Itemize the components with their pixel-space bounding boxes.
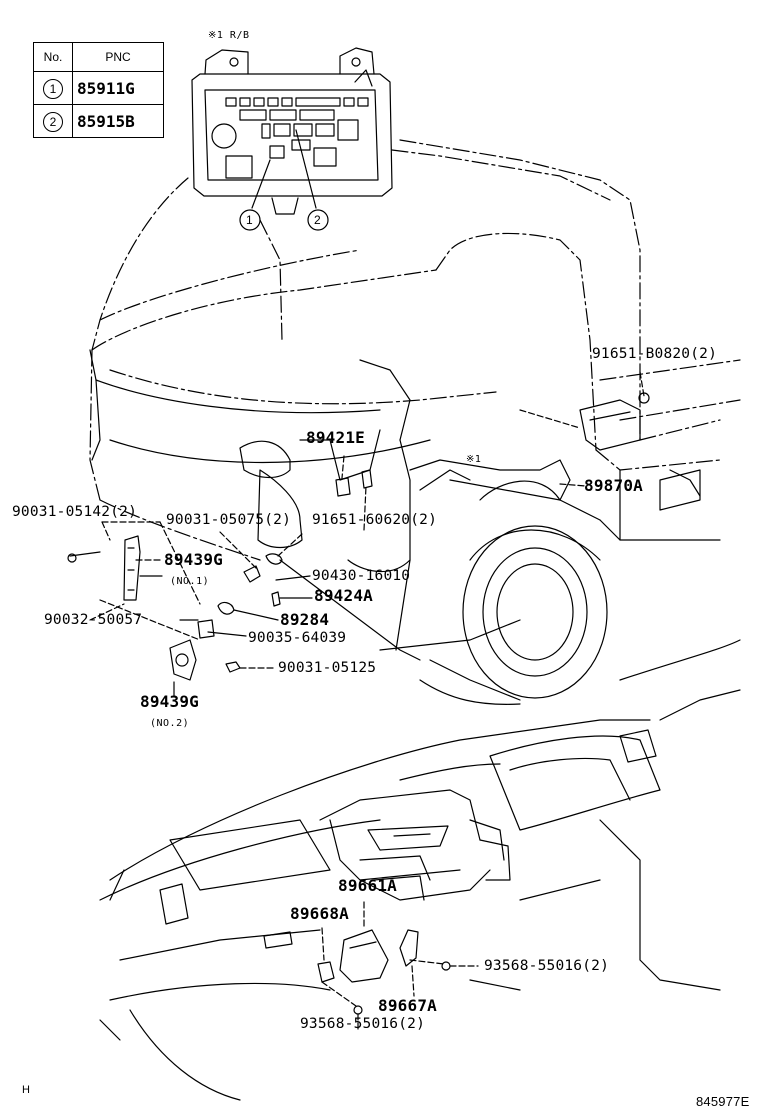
front-wheel (419, 525, 608, 705)
label-90032-50057: 90032-50057 (44, 612, 143, 628)
label-91651-b0820: 91651-B0820(2) (592, 346, 718, 362)
label-89870a: 89870A (584, 476, 643, 495)
rb-note: ※1 R/B (208, 30, 250, 41)
row2-no: 2 (43, 111, 63, 132)
label-89667a: 89667A (378, 996, 437, 1015)
row1-pnc: 85911G (77, 78, 135, 98)
label-90031-05142: 90031-05142(2) (12, 504, 138, 520)
footer-left: H (22, 1084, 31, 1096)
label-89421e: 89421E (306, 428, 365, 447)
dash-parts (317, 929, 451, 1015)
label-89284: 89284 (280, 610, 330, 629)
sensor-parts (67, 392, 650, 681)
dashboard (99, 639, 741, 1101)
header-pnc: PNC (72, 42, 164, 72)
label-no1: (NO.1) (170, 576, 210, 587)
label-no2: (NO.2) (150, 718, 190, 729)
relay-block (191, 47, 393, 215)
label-89661a: 89661A (338, 876, 397, 895)
row2-pnc: 85915B (77, 111, 135, 131)
row1-no: 1 (43, 78, 63, 99)
label-90430-16010: 90430-16010 (312, 568, 411, 584)
label-90035-64039: 90035-64039 (248, 630, 347, 646)
label-93568-55016-right: 93568-55016(2) (484, 958, 610, 974)
header-no: No. (33, 42, 73, 72)
cab-details (89, 349, 721, 661)
star-note: ※1 (466, 454, 482, 465)
label-89424a: 89424A (314, 586, 373, 605)
leader-lines (89, 371, 645, 669)
pnc-table: No. PNC 1 85911G 2 85915B (33, 42, 164, 138)
label-89439g-2: 89439G (140, 692, 199, 711)
label-89439g-1: 89439G (164, 550, 223, 569)
callout-2: 2 (314, 213, 321, 227)
label-89668a: 89668A (290, 904, 349, 923)
callout-1: 1 (246, 213, 253, 227)
diagram-code: 845977E (696, 1094, 750, 1109)
label-91651-60620: 91651-60620(2) (312, 512, 438, 528)
label-90031-05125: 90031-05125 (278, 660, 377, 676)
label-93568-55016-bottom: 93568-55016(2) (300, 1016, 426, 1032)
label-90031-05075: 90031-05075(2) (166, 512, 292, 528)
